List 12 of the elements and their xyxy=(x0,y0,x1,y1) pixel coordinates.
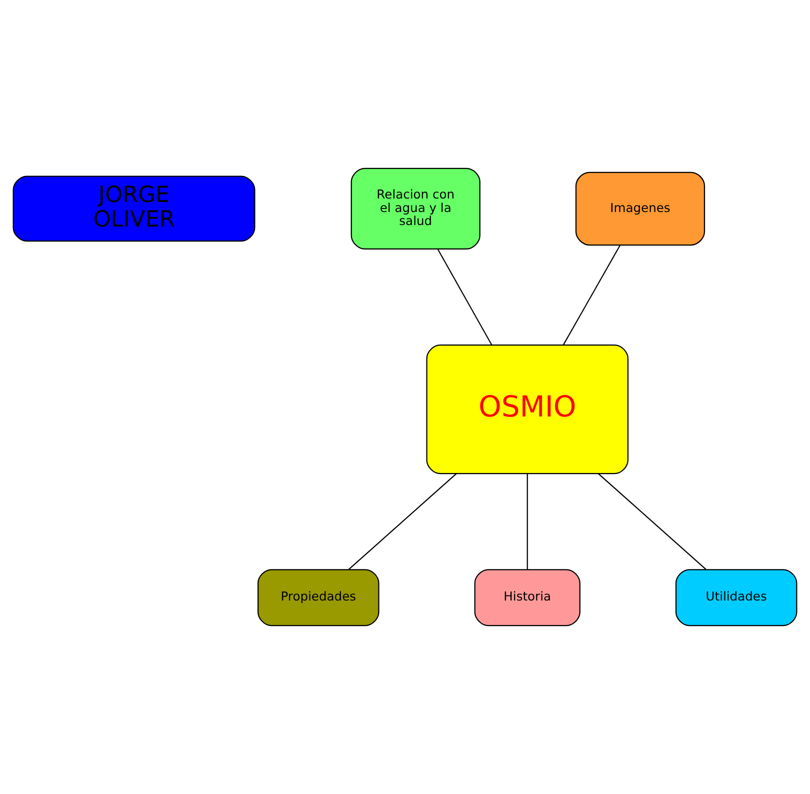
connector xyxy=(437,248,492,346)
connector xyxy=(526,474,528,570)
connector xyxy=(562,245,621,346)
connector xyxy=(348,473,457,570)
node-box: JORGE OLIVER xyxy=(12,176,256,242)
node-box: OSMIO xyxy=(426,344,628,474)
connector xyxy=(598,473,706,570)
node-box: Imagenes xyxy=(575,172,706,246)
node-box: Utilidades xyxy=(675,569,798,626)
node-box: Relacion con el agua y la salud xyxy=(350,168,480,250)
node-box: Historia xyxy=(474,569,580,626)
node-box: Propiedades xyxy=(258,569,380,626)
